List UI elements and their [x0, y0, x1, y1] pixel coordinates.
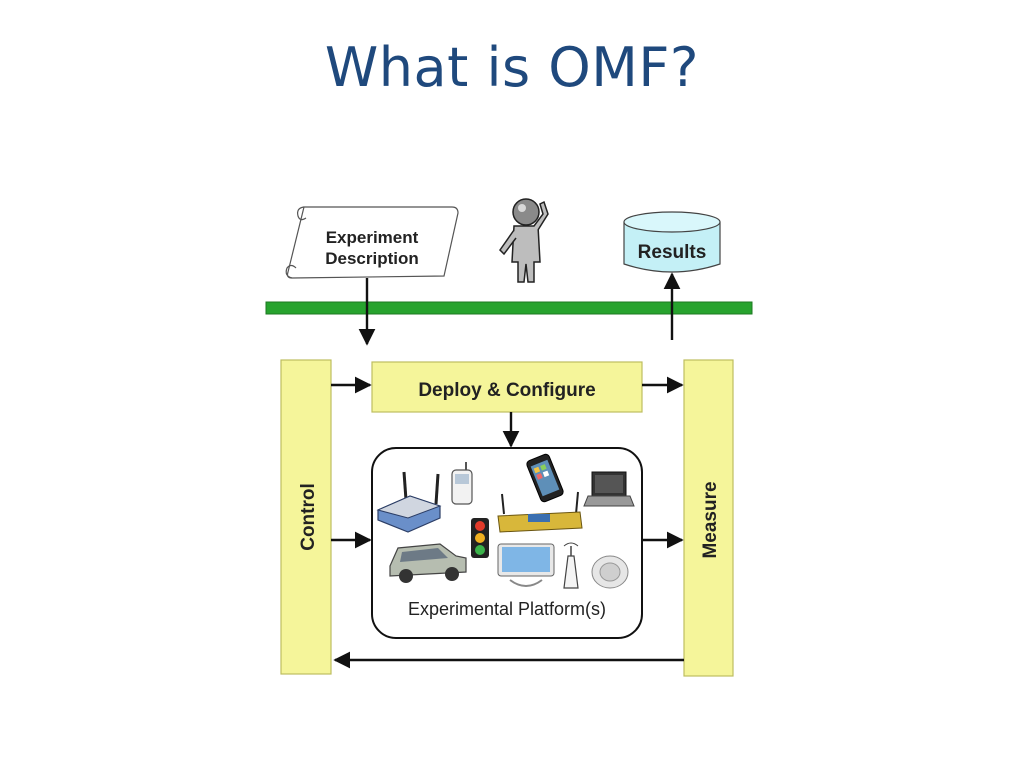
smartphone-icon: [526, 453, 564, 503]
platform-box: Experimental Platform(s): [371, 447, 643, 639]
sensor-board-icon: [497, 491, 583, 533]
smoke-detector-icon: [591, 555, 629, 589]
computer-monitor-icon: [497, 543, 555, 587]
laptop-icon: [583, 471, 635, 507]
platform-label: Experimental Platform(s): [408, 599, 606, 619]
wifi-router-icon: [376, 471, 442, 533]
results-label: Results: [638, 242, 707, 263]
database-icon: Results: [623, 211, 721, 273]
experiment-description-line2: Description: [325, 249, 419, 268]
traffic-light-icon: [471, 518, 489, 558]
deploy-configure-label: Deploy & Configure: [418, 380, 595, 401]
antenna-icon: [563, 542, 579, 589]
page-title: What is OMF?: [324, 36, 700, 99]
measure-label: Measure: [700, 481, 721, 558]
experiment-description-line1: Experiment: [326, 228, 419, 247]
car-icon: [389, 543, 467, 583]
scroll-icon: Experiment Description: [285, 206, 459, 279]
deploy-configure-box: Deploy & Configure: [371, 361, 643, 413]
control-label: Control: [298, 483, 319, 551]
green-bar: [265, 301, 753, 315]
control-box: Control: [280, 359, 332, 675]
cellphone-icon: [451, 462, 473, 505]
measure-box: Measure: [683, 359, 734, 677]
person-icon: [499, 198, 549, 283]
